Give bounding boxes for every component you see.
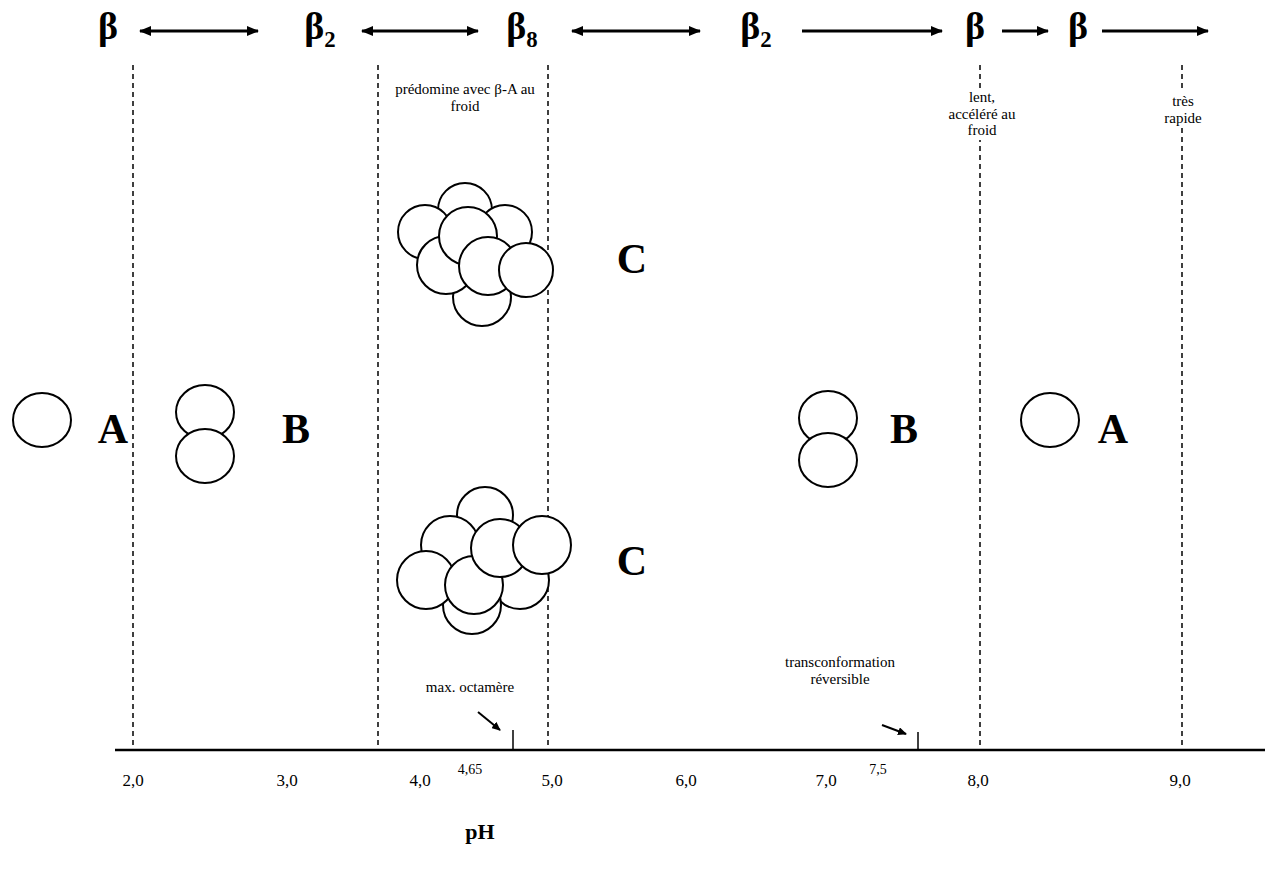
boundary-line <box>547 65 549 750</box>
monomer-circle <box>1021 393 1079 447</box>
tick-mark <box>917 732 919 750</box>
boundary-line <box>377 65 379 750</box>
ph-axis <box>115 749 1265 752</box>
species-label: β₂ <box>740 6 771 48</box>
note-text: très rapide <box>1157 92 1209 127</box>
form-letter: C <box>617 236 647 282</box>
axis-title: pH <box>465 820 494 844</box>
species-label: β₈ <box>506 6 537 48</box>
dimer-circle <box>176 429 234 483</box>
octamer-circle <box>513 516 571 574</box>
tick-label: 4,65 <box>458 762 483 777</box>
form-letter: B <box>282 406 310 452</box>
monomer-circle <box>13 393 71 447</box>
tick-label: 5,0 <box>541 772 562 791</box>
tick-label: 4,0 <box>409 772 430 791</box>
form-letter: B <box>890 406 918 452</box>
pointer-arrow <box>882 725 906 734</box>
reaction-arrow <box>802 30 942 33</box>
tick-label: 2,0 <box>122 772 143 791</box>
tick-label: 3,0 <box>276 772 297 791</box>
reaction-arrow <box>1002 30 1048 33</box>
tick-label: 9,0 <box>1169 772 1190 791</box>
note-text: prédomine avec β-A au froid <box>388 80 542 115</box>
species-label: β₂ <box>304 6 335 48</box>
boundary-line <box>979 65 981 750</box>
pointer-arrow <box>478 712 500 730</box>
tick-mark <box>512 730 514 750</box>
form-letter: A <box>1098 406 1128 452</box>
tick-label: 7,0 <box>815 772 836 791</box>
note-text: transconformation réversible <box>763 653 917 688</box>
form-letter: A <box>98 406 128 452</box>
form-letter: C <box>617 538 647 584</box>
octamer-circle <box>499 243 553 297</box>
tick-label: 7,5 <box>869 762 887 777</box>
boundary-line <box>132 65 134 750</box>
tick-label: 6,0 <box>675 772 696 791</box>
species-label: β <box>98 6 118 48</box>
species-label: β <box>965 6 985 48</box>
dimer-circle <box>799 433 857 487</box>
reaction-arrow <box>1102 30 1208 33</box>
boundary-line <box>1181 65 1183 750</box>
tick-label: 8,0 <box>967 772 988 791</box>
note-text: lent, accéléré au froid <box>942 88 1022 140</box>
equilibrium-arrow <box>572 30 700 33</box>
note-text: max. octamère <box>398 678 542 697</box>
equilibrium-arrow <box>362 30 478 33</box>
equilibrium-arrow <box>140 30 258 33</box>
species-label: β <box>1068 6 1088 48</box>
